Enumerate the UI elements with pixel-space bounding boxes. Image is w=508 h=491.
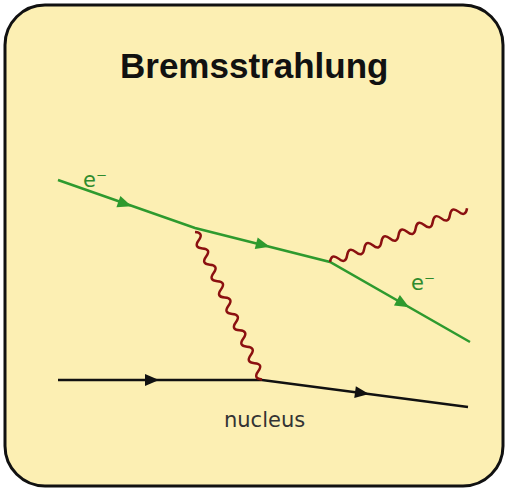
virtual-photon [191,230,265,381]
particle-label: e⁻ [411,271,435,295]
diagram-title: Bremsstrahlung [120,46,388,86]
particle-label: nucleus [224,408,305,432]
electron-line [58,180,470,342]
panel [5,5,503,486]
particle-label: e⁻ [83,168,107,192]
electron-arrows [116,196,412,312]
photon-lines [191,205,468,382]
nucleus-line [58,380,468,407]
emitted-photon [329,205,469,266]
